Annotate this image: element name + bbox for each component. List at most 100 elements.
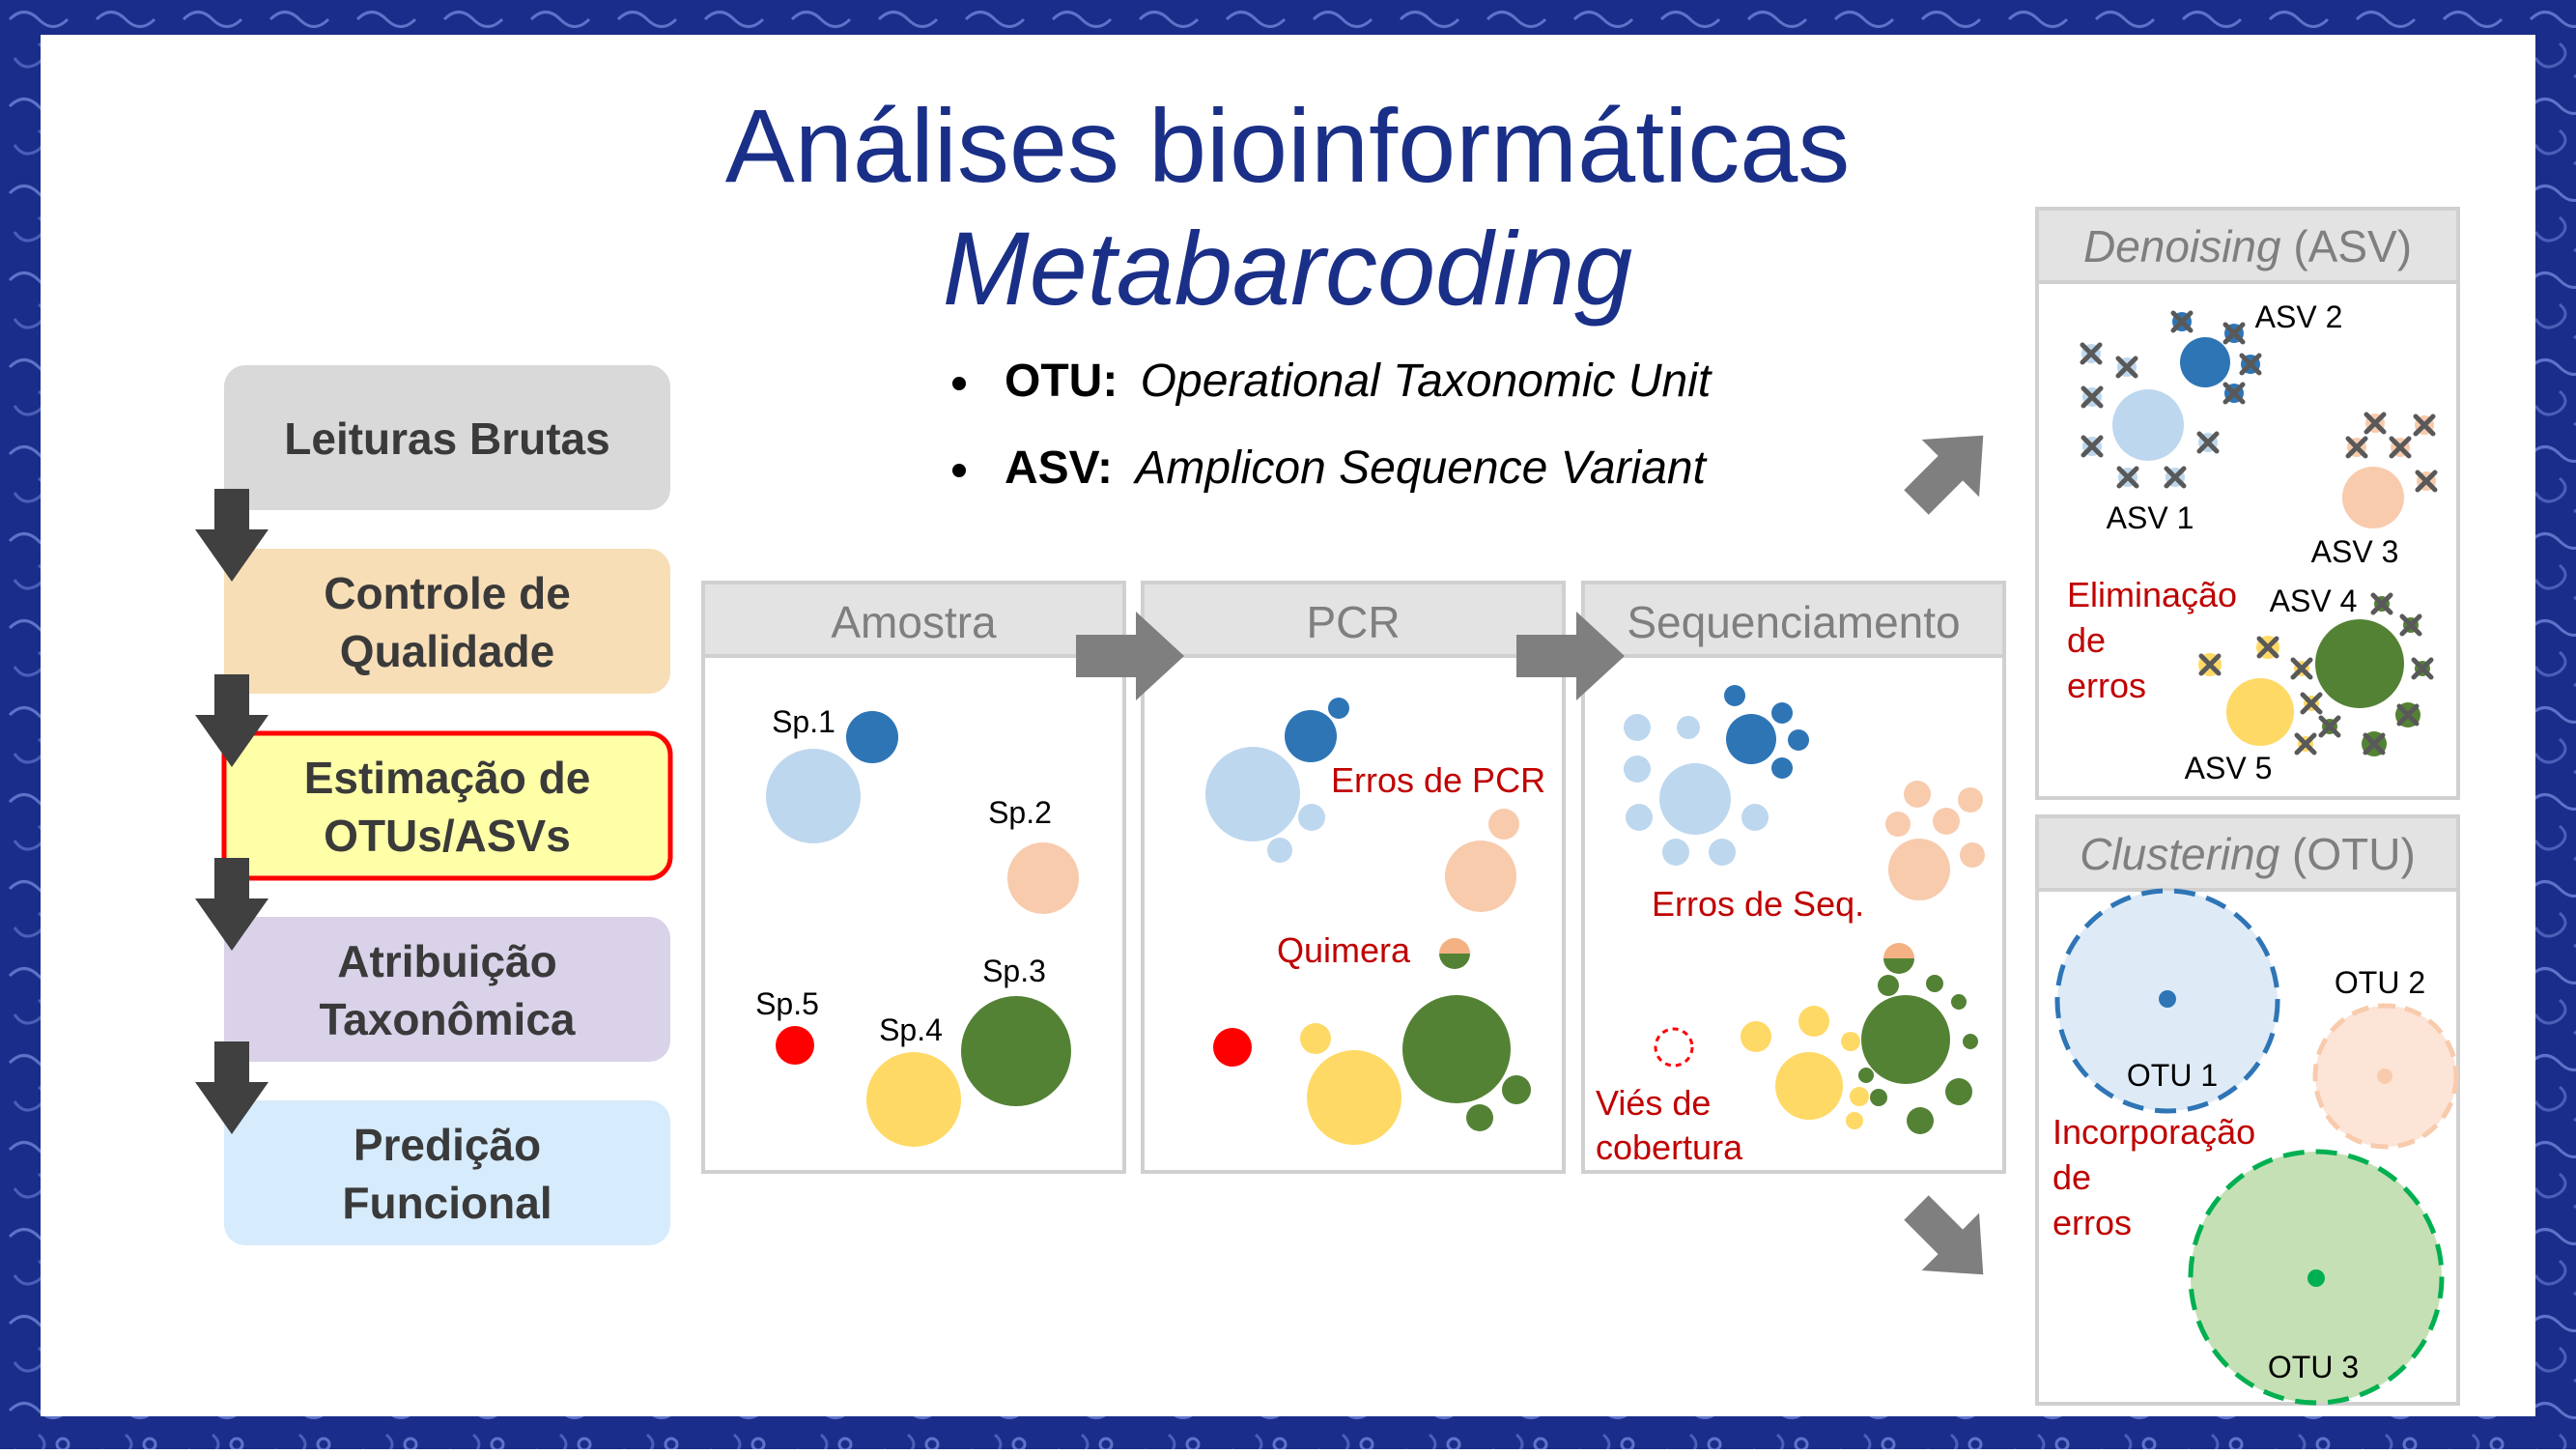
panel-denoising: Denoising (ASV) bbox=[2035, 207, 2460, 800]
removed-variant-icon bbox=[2170, 310, 2194, 333]
species-green-circle bbox=[1402, 995, 1511, 1103]
removed-variant-icon bbox=[2256, 636, 2279, 659]
removed-variant-icon bbox=[2080, 342, 2103, 365]
species-green-circle bbox=[1861, 995, 1950, 1084]
down-arrow-icon bbox=[195, 858, 269, 951]
species-label: Sp.1 bbox=[772, 704, 835, 739]
annotation-chimera: Quimera bbox=[1277, 930, 1411, 970]
species-blue-circle bbox=[1726, 714, 1776, 764]
removed-variant-icon bbox=[2345, 436, 2368, 459]
error-variant-circle bbox=[1502, 1075, 1531, 1104]
step-predicao-funcional bbox=[224, 1100, 670, 1245]
species-peach-circle bbox=[1888, 839, 1950, 900]
error-variant-circle bbox=[1724, 685, 1745, 706]
step-label: Estimação de bbox=[304, 753, 591, 803]
error-variant-circle bbox=[1488, 809, 1519, 840]
otu1-centroid bbox=[2159, 990, 2176, 1008]
removed-variant-icon bbox=[2399, 613, 2422, 637]
species-blue-circle bbox=[1285, 710, 1337, 762]
chimera-icon bbox=[1883, 943, 1914, 958]
species-sp3-circle bbox=[961, 996, 1071, 1106]
removed-variant-icon bbox=[2318, 715, 2341, 738]
species-label: Sp.2 bbox=[988, 795, 1052, 830]
panel-title-italic: Denoising bbox=[2083, 221, 2281, 271]
removed-variant-icon bbox=[2164, 466, 2187, 489]
asv4-circle bbox=[2315, 619, 2404, 708]
title-line-1: Análises bioinformáticas bbox=[725, 87, 1851, 204]
down-arrow-icon bbox=[195, 1041, 269, 1134]
right-arrow-icon bbox=[1076, 612, 1184, 700]
error-variant-circle bbox=[1933, 808, 1960, 835]
panel-title-rest: (OTU) bbox=[2279, 829, 2416, 879]
error-variant-circle bbox=[1771, 702, 1793, 724]
error-variant-circle bbox=[1298, 804, 1325, 831]
annotation-error-incorporation: de bbox=[2052, 1157, 2091, 1197]
bullet-otu-definition: Operational Taxonomic Unit bbox=[1141, 356, 1713, 407]
error-variant-circle bbox=[1951, 994, 1967, 1010]
workflow: Leituras Brutas Controle de Qualidade Es… bbox=[195, 365, 673, 1245]
error-variant-circle bbox=[1878, 975, 1899, 996]
error-variant-circle bbox=[1798, 1006, 1829, 1037]
panel-title-italic: Clustering bbox=[2080, 829, 2280, 879]
error-variant-circle bbox=[1846, 1112, 1863, 1129]
annotation-coverage-bias: cobertura bbox=[1596, 1127, 1743, 1167]
bullet-asv-term: ASV: bbox=[1005, 442, 1113, 494]
panel-clustering: Clustering (OTU) OTU 1 OTU 2 OTU 3 Incor… bbox=[2035, 814, 2460, 1406]
annotation-error-incorporation: Incorporação bbox=[2052, 1112, 2255, 1152]
error-variant-circle bbox=[1958, 787, 1983, 813]
bullet-asv: ASV: Amplicon Sequence Variant bbox=[1005, 442, 1708, 494]
error-variant-circle bbox=[1662, 839, 1689, 866]
error-variant-circle bbox=[1709, 839, 1736, 866]
removed-variant-icon bbox=[2389, 436, 2412, 459]
diagonal-up-arrow-icon bbox=[1904, 435, 1984, 515]
panel-title: Clustering (OTU) bbox=[2080, 829, 2416, 879]
panel-title-rest: (ASV) bbox=[2281, 221, 2412, 271]
removed-variant-icon bbox=[2362, 731, 2387, 756]
error-variant-circle bbox=[1624, 714, 1651, 741]
species-label: Sp.5 bbox=[755, 986, 819, 1021]
error-variant-circle bbox=[1858, 1068, 1874, 1083]
removed-variant-icon bbox=[2115, 356, 2138, 379]
step-atribuicao-taxonomica bbox=[224, 917, 670, 1062]
chimera-icon bbox=[1883, 958, 1914, 974]
error-variant-circle bbox=[1300, 1023, 1331, 1054]
title-line-2: Metabarcoding bbox=[943, 210, 1632, 327]
step-label: Predição bbox=[354, 1120, 541, 1170]
species-sp1-small-circle bbox=[846, 711, 898, 763]
annotation-error-elimination: de bbox=[2067, 620, 2106, 660]
panel-header bbox=[2035, 207, 2460, 284]
step-label: Taxonômica bbox=[320, 994, 576, 1044]
removed-variant-icon bbox=[2239, 353, 2262, 376]
error-variant-circle bbox=[1904, 781, 1931, 808]
coverage-bias-dashed-circle bbox=[1654, 1027, 1694, 1068]
panel-amostra: Amostra Sp.1 Sp.2 Sp.3 Sp.4 Sp.5 bbox=[701, 581, 1126, 1174]
bullet-otu: OTU: Operational Taxonomic Unit bbox=[1005, 356, 1713, 407]
down-arrow-icon bbox=[195, 489, 269, 582]
error-variant-circle bbox=[1788, 729, 1809, 751]
annotation-coverage-bias: Viés de bbox=[1596, 1083, 1711, 1123]
asv5-circle bbox=[2226, 678, 2294, 746]
panel-header bbox=[1141, 581, 1566, 658]
removed-variant-icon bbox=[2222, 322, 2246, 345]
error-variant-circle bbox=[1624, 756, 1651, 783]
asv-label: ASV 2 bbox=[2255, 299, 2343, 334]
right-arrow-icon bbox=[1516, 612, 1625, 700]
otu2-centroid bbox=[2377, 1069, 2392, 1084]
species-red-circle bbox=[1213, 1028, 1252, 1067]
step-label: Funcional bbox=[342, 1178, 552, 1228]
bullet-asv-definition: Amplicon Sequence Variant bbox=[1132, 442, 1707, 494]
panel-header bbox=[701, 581, 1126, 658]
removed-variant-icon bbox=[2294, 732, 2317, 756]
error-variant-circle bbox=[1466, 1104, 1493, 1131]
error-variant-circle bbox=[1945, 1078, 1972, 1105]
removed-variant-icon bbox=[2395, 702, 2420, 727]
removed-variant-icon bbox=[2196, 431, 2220, 454]
species-yellow-circle bbox=[1775, 1052, 1843, 1120]
species-light-blue-circle bbox=[1205, 747, 1300, 841]
removed-variant-icon bbox=[2364, 412, 2387, 435]
error-variant-circle bbox=[1267, 838, 1292, 863]
removed-variant-icon bbox=[2370, 592, 2393, 615]
removed-variant-icon bbox=[2413, 413, 2436, 437]
species-peach-circle bbox=[1445, 841, 1516, 912]
